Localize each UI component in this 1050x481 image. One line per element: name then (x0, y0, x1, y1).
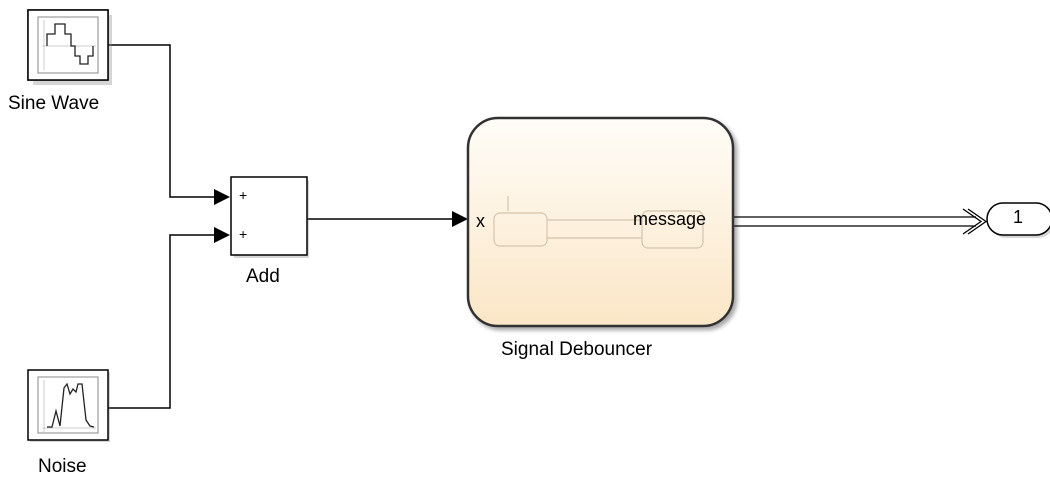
noise-label: Noise (38, 456, 87, 477)
signal-debouncer-block[interactable] (466, 116, 735, 328)
outport-block[interactable] (986, 202, 1050, 238)
arrow-debouncer-in (452, 211, 468, 227)
noise-signal-icon (37, 376, 99, 434)
signal-noise-to-add[interactable] (108, 234, 214, 409)
debouncer-output-port-message: message (633, 209, 707, 229)
outport-number: 1 (1013, 207, 1024, 227)
add-port2-sign: + (239, 226, 248, 242)
inner-state-diagram (493, 196, 704, 249)
arrow-add-in2 (214, 227, 230, 243)
add-block[interactable] (230, 176, 309, 258)
signal-sine-to-add[interactable] (108, 44, 214, 198)
sine-wave-block[interactable] (27, 9, 112, 85)
arrow-add-in1 (214, 189, 230, 205)
sine-wave-icon (37, 16, 99, 74)
debouncer-input-port-x: x (476, 211, 485, 231)
message-line-to-outport[interactable] (734, 208, 988, 235)
add-label: Add (246, 266, 280, 287)
add-port1-sign: + (239, 187, 248, 203)
sine-wave-label: Sine Wave (8, 93, 100, 114)
signal-debouncer-label: Signal Debouncer (501, 339, 653, 360)
noise-block[interactable] (27, 369, 110, 442)
